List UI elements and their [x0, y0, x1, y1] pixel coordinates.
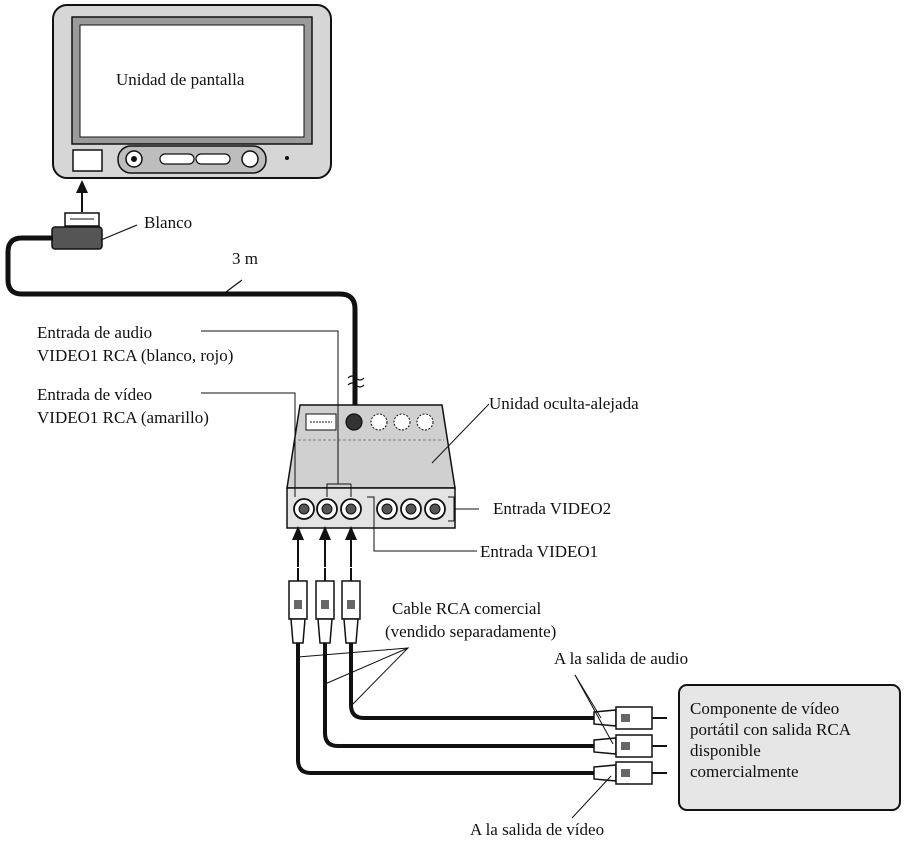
display-left-button [72, 149, 103, 172]
main-cable [5, 235, 358, 410]
rca-plug-left-audio-r [341, 568, 361, 644]
audio-output-label: A la salida de audio [554, 649, 689, 668]
display-unit [52, 4, 332, 179]
cable-length-label: 3 m [232, 249, 258, 268]
rca-jack-video1-video [293, 498, 315, 520]
video2-input-label: Entrada VIDEO2 [493, 499, 612, 518]
rca-plug-left-audio-l [315, 568, 335, 644]
rca-jack-video1-audio-r [340, 498, 362, 520]
audio-input-label-line1: Entrada de audio [37, 323, 153, 342]
length-leader-line [225, 279, 243, 293]
cable-leaders [297, 647, 614, 819]
video-input-label-line2: VIDEO1 RCA (amarillo) [37, 408, 209, 427]
video-input-label-line1: Entrada de vídeo [37, 385, 153, 404]
display-indicator-dot [285, 156, 289, 160]
video1-input-label: Entrada VIDEO1 [480, 542, 599, 561]
component-box-line1: Componente de vídeo [690, 699, 840, 718]
arrows-into-jacks [292, 526, 357, 567]
rca-cables [296, 643, 594, 775]
rca-jack-video2-video [376, 498, 398, 520]
white-leader-line [100, 224, 138, 241]
rca-plug-right-audio-1 [593, 706, 667, 730]
display-unit-label: Unidad de pantalla [116, 70, 245, 89]
rca-jack-video2-audio-r [424, 498, 446, 520]
arrow-to-display [76, 180, 88, 212]
rca-plug-right-audio-2 [593, 734, 667, 758]
hideaway-unit-label: Unidad oculta-alejada [489, 394, 639, 413]
hideaway-leaders [201, 330, 490, 552]
component-box-frame [678, 684, 901, 811]
component-box-line2: portátil con salida RCA [690, 720, 852, 739]
rca-jack-video2-audio-l [400, 498, 422, 520]
audio-input-label-line2: VIDEO1 RCA (blanco, rojo) [37, 346, 234, 365]
white-connector-label: Blanco [144, 213, 193, 232]
video-output-label: A la salida de vídeo [470, 820, 605, 839]
rca-plug-left-video [288, 568, 308, 644]
component-box-text: Componente de vídeo portátil con salida … [690, 698, 895, 782]
hideaway-unit [286, 404, 456, 529]
white-connector [51, 212, 138, 250]
rca-plug-right-video [593, 761, 667, 785]
component-box-line4: comercialmente [690, 762, 799, 781]
rca-jack-video1-audio-l [316, 498, 338, 520]
rca-cable-label-line1: Cable RCA comercial [392, 599, 542, 618]
component-box-line3: disponible [690, 741, 761, 760]
rca-cable-label-line2: (vendido separadamente) [385, 622, 557, 641]
